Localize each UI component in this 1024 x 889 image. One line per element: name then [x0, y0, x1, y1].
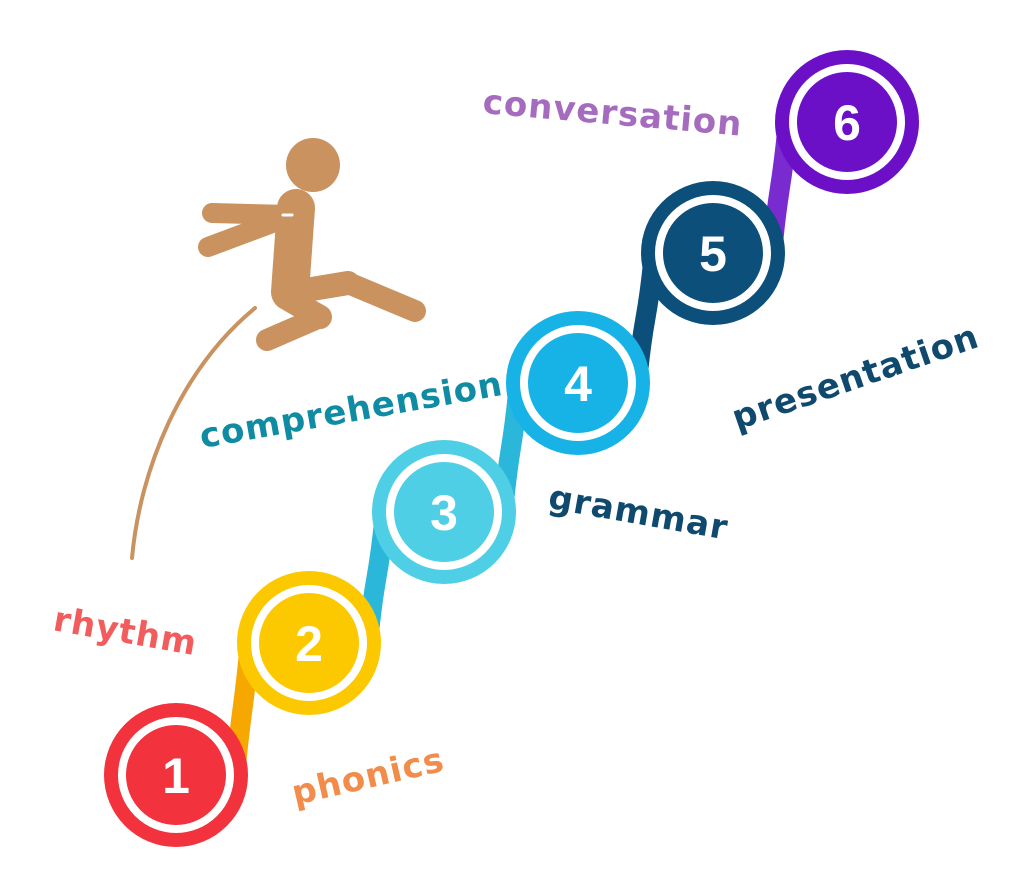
step-2: 2: [237, 571, 381, 715]
step-5-number: 5: [699, 226, 727, 282]
step-3-inner-ring: [386, 454, 502, 570]
step-label-grammar: grammar: [545, 477, 731, 548]
step-4-number: 4: [564, 356, 592, 412]
step-6-number: 6: [833, 95, 861, 151]
step-6: 6: [775, 50, 919, 194]
step-circles: 1 2 3 4 5 6: [104, 50, 919, 847]
step-1-number: 1: [162, 748, 190, 804]
step-6-inner-ring: [789, 64, 905, 180]
step-1-inner-ring: [118, 717, 234, 833]
step-label-rhythm: rhythm: [50, 599, 200, 664]
step-4: 4: [506, 311, 650, 455]
step-3-number: 3: [430, 485, 458, 541]
step-label-phonics: phonics: [288, 740, 448, 814]
step-5: 5: [641, 181, 785, 325]
step-1: 1: [104, 703, 248, 847]
step-2-inner-ring: [251, 585, 367, 701]
step-label-presentation: presentation: [727, 317, 984, 439]
step-label-conversation: conversation: [481, 82, 744, 145]
step-4-inner-ring: [520, 325, 636, 441]
jump-arc: [130, 306, 257, 560]
jumping-person-icon: [198, 138, 426, 351]
step-3: 3: [372, 440, 516, 584]
step-5-inner-ring: [655, 195, 771, 311]
step-2-number: 2: [295, 616, 323, 672]
